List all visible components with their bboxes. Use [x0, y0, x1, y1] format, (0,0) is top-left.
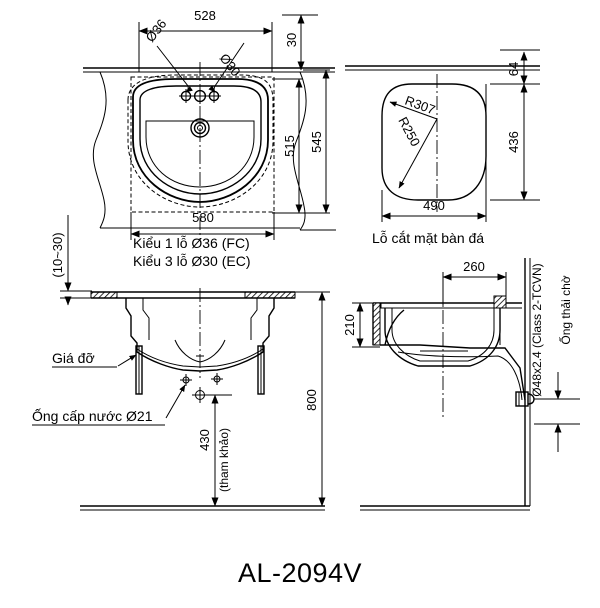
- dim-580: 580: [130, 210, 275, 240]
- label-supply: Ống cấp nước Ø21: [32, 407, 153, 424]
- leader-bracket: [117, 354, 137, 367]
- counter-wave-left: [92, 71, 107, 229]
- side-shroud-curve: [397, 351, 523, 401]
- dim-490: 490: [381, 190, 487, 222]
- basin-inner-right: [250, 298, 258, 340]
- counter-slab-left-hatch: [90, 291, 118, 299]
- label-bracket: Giá đỡ: [52, 350, 95, 366]
- leader-d30: [208, 42, 245, 93]
- side-shroud-lower: [380, 344, 526, 401]
- plan-view-basin: Ø36 Ø30 528 30 515 545: [83, 8, 336, 269]
- dim-64-text: 64: [506, 62, 521, 76]
- label-drain-spec: Ø48x2.4 (Class 2-TCVN): [530, 263, 544, 396]
- dim-210: 210: [342, 302, 380, 348]
- basin-rim-inner: [139, 85, 262, 195]
- side-shroud-upper: [384, 309, 405, 346]
- side-basin-inner: [391, 308, 495, 362]
- leader-r307: [389, 101, 438, 120]
- dim-260: 260: [442, 259, 507, 305]
- label-drain: Ống thải chờ: [558, 275, 573, 344]
- leader-r250: [398, 118, 438, 189]
- dim-30-text: 30: [284, 33, 299, 47]
- dim-545: 545: [303, 69, 330, 214]
- dim-430: 430 (tham khảo): [197, 394, 232, 507]
- dim-515: 515: [272, 78, 303, 214]
- supply-markers: [180, 373, 223, 403]
- cutout-view: R307 R250 64 436 490 Lỗ cắt mặt bàn đá: [345, 49, 540, 246]
- dim-436: 436: [490, 83, 540, 201]
- dim-430-text: 430: [197, 429, 212, 451]
- dim-580-text: 580: [192, 210, 214, 225]
- cutout-caption: Lỗ cắt mặt bàn đá: [372, 230, 484, 246]
- front-section-view: Giá đỡ Ống cấp nước Ø21 430 (tham khảo) …: [32, 288, 330, 511]
- cutout-outline: [381, 83, 487, 201]
- radius-inner-text: R250: [395, 114, 423, 148]
- side-basin-outer: [384, 308, 501, 367]
- dim-528-text: 528: [194, 8, 216, 23]
- dim-490-text: 490: [423, 198, 445, 213]
- dim-436-text: 436: [506, 131, 521, 153]
- note-style-1-hole: Kiểu 1 lỗ Ø36 (FC): [133, 235, 250, 251]
- dim-30: 30: [282, 14, 318, 71]
- supply-marker-left: [180, 374, 192, 386]
- dim-528: 528: [138, 8, 273, 72]
- dim-64: 64: [490, 49, 540, 85]
- dim-800-text: 800: [304, 389, 319, 411]
- dim-545-text: 545: [309, 131, 324, 153]
- dim-260-text: 260: [463, 259, 485, 274]
- counter-slab-right-hatch: [244, 291, 296, 299]
- dim-drain-pipe: Ø48x2.4 (Class 2-TCVN) Ống thải chờ: [530, 263, 580, 452]
- basin-inner-left: [142, 298, 150, 340]
- counter-wave-right: [292, 71, 307, 231]
- side-counter-hatch-right: [493, 295, 507, 309]
- counter-cutout-outline: [130, 76, 275, 213]
- note-reference-text: (tham khảo): [217, 428, 231, 492]
- dim-counter-range-text: (10~30): [50, 232, 65, 277]
- supply-marker-right: [211, 373, 223, 385]
- dim-counter-range: (10~30): [50, 215, 92, 306]
- basin-outer-contour: [132, 78, 269, 203]
- dim-800: 800: [295, 291, 330, 507]
- note-style-3-hole: Kiểu 3 lỗ Ø30 (EC): [133, 253, 251, 269]
- leader-d36: [156, 45, 193, 93]
- side-bracket-hatch: [372, 302, 381, 346]
- side-section-view: 260 210 Ø48x2.4 (Class 2-TCVN) Ống thải …: [342, 258, 580, 511]
- model-title: AL-2094V: [238, 558, 362, 588]
- basin-bowl: [145, 120, 255, 188]
- dim-210-text: 210: [342, 314, 357, 336]
- leader-supply: [165, 384, 186, 419]
- basin-hidden-contour: [127, 74, 274, 208]
- support-brackets: [135, 345, 265, 395]
